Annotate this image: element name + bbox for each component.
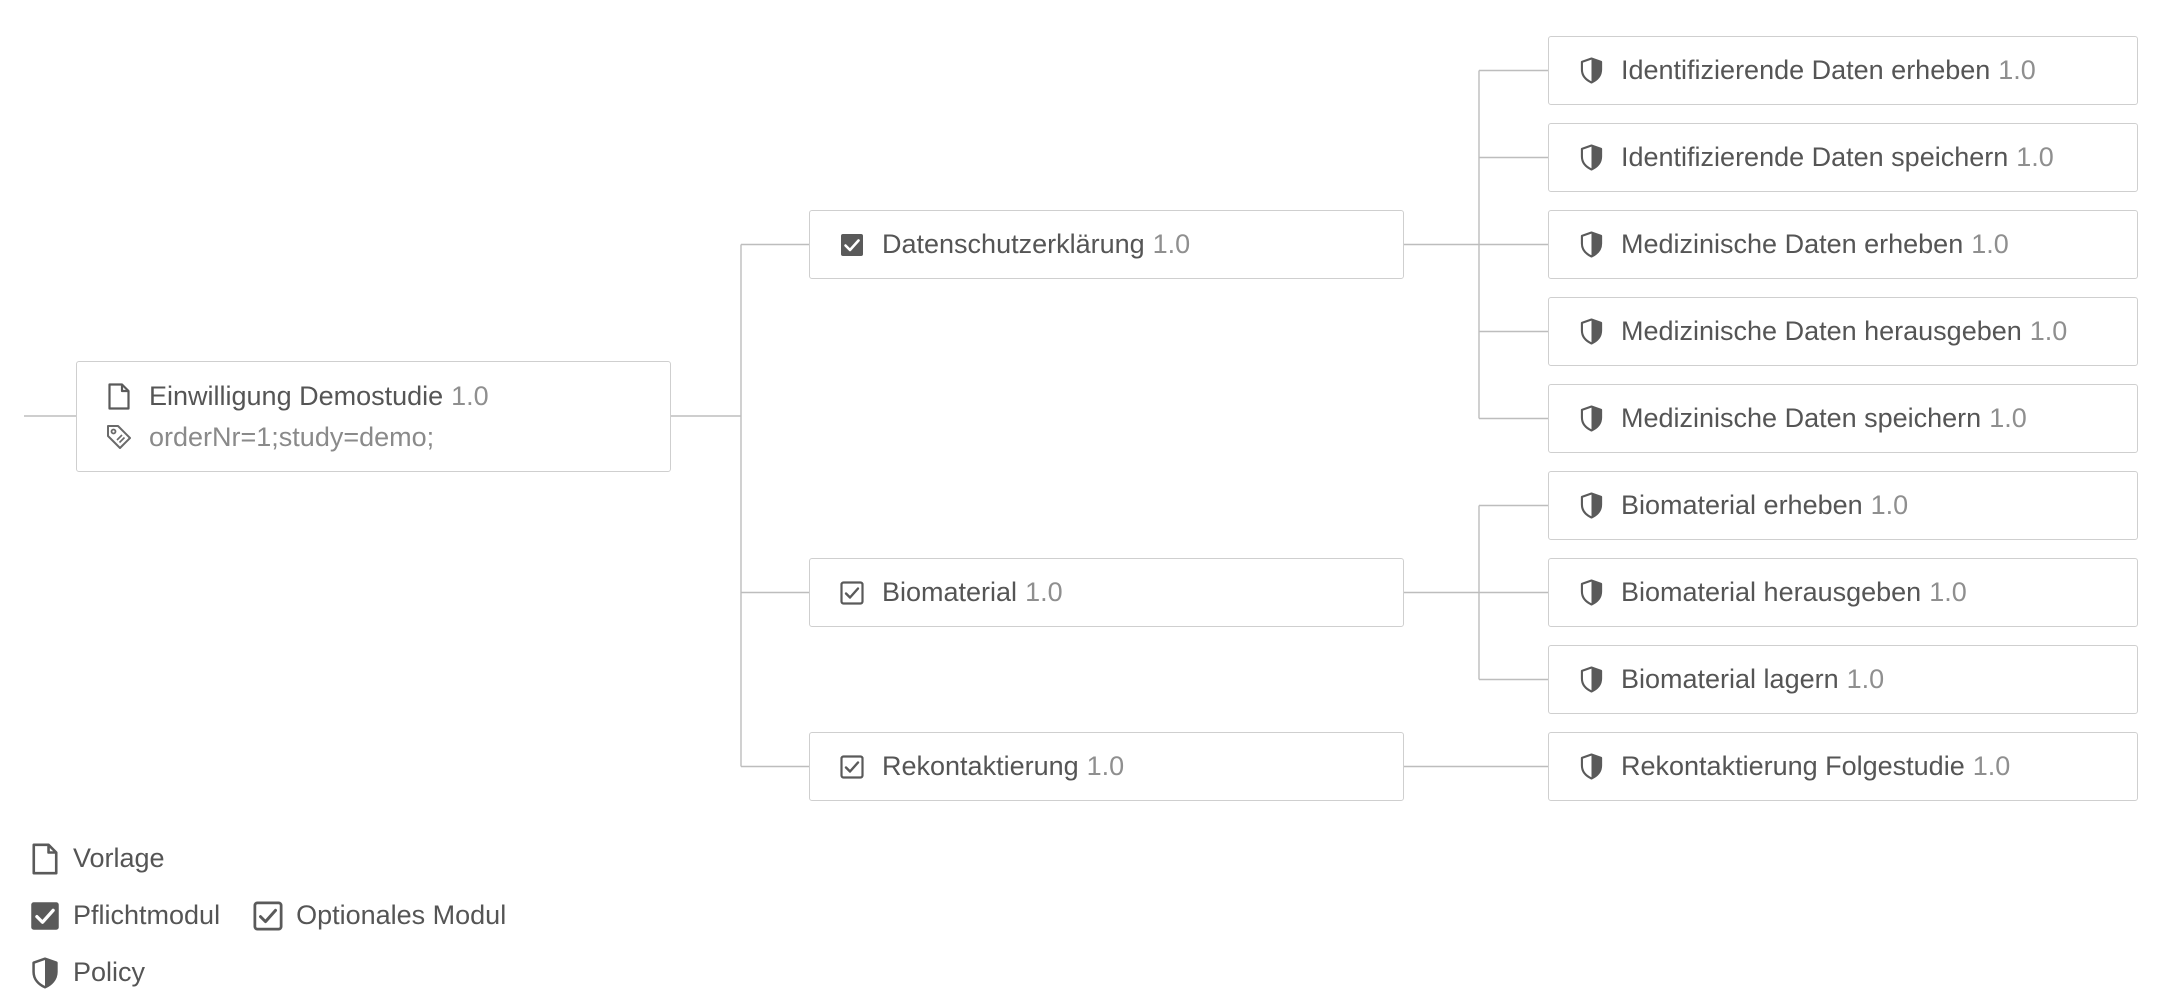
checkbox-filled-icon bbox=[27, 898, 63, 934]
checkbox-outline-icon bbox=[837, 578, 867, 608]
template-node[interactable]: Einwilligung Demostudie 1.0 orderNr=1;st… bbox=[76, 361, 671, 472]
document-icon bbox=[104, 381, 134, 411]
policy-node-label: Identifizierende Daten speichern bbox=[1621, 142, 2009, 172]
module-node-version: 1.0 bbox=[1086, 751, 1125, 781]
legend-optional-label: Optionales Modul bbox=[296, 900, 507, 930]
shield-icon bbox=[1576, 665, 1606, 695]
template-label: Einwilligung Demostudie bbox=[149, 380, 444, 411]
shield-icon bbox=[1576, 56, 1606, 86]
policy-node-label: Biomaterial lagern bbox=[1621, 664, 1839, 694]
shield-icon bbox=[1576, 578, 1606, 608]
shield-icon bbox=[27, 955, 63, 991]
document-icon bbox=[27, 841, 63, 877]
checkbox-filled-icon bbox=[837, 230, 867, 260]
shield-icon bbox=[1576, 317, 1606, 347]
policy-node-version: 1.0 bbox=[1870, 490, 1909, 520]
policy-node-label: Identifizierende Daten erheben bbox=[1621, 55, 1991, 85]
policy-node-version: 1.0 bbox=[2016, 142, 2054, 172]
module-node-label: Datenschutzerklärung bbox=[882, 229, 1145, 259]
module-node-label: Biomaterial bbox=[882, 577, 1018, 607]
shield-icon bbox=[1576, 752, 1606, 782]
tag-icon bbox=[104, 422, 134, 452]
shield-icon bbox=[1576, 491, 1606, 521]
policy-node-version: 1.0 bbox=[1989, 403, 2027, 433]
module-node-version: 1.0 bbox=[1152, 229, 1191, 259]
legend-template-label: Vorlage bbox=[73, 843, 165, 873]
shield-icon bbox=[1576, 230, 1606, 260]
policy-node-version: 1.0 bbox=[1971, 229, 2009, 259]
policy-node-label: Biomaterial herausgeben bbox=[1621, 577, 1922, 607]
policy-node-label: Biomaterial erheben bbox=[1621, 490, 1863, 520]
policy-node-label: Medizinische Daten speichern bbox=[1621, 403, 1982, 433]
template-version: 1.0 bbox=[451, 380, 489, 411]
checkbox-outline-icon bbox=[250, 898, 286, 934]
module-node-version: 1.0 bbox=[1025, 577, 1063, 607]
policy-node-label: Medizinische Daten erheben bbox=[1621, 229, 1964, 259]
legend: Vorlage Pflichtmodul Optionales Modul Po… bbox=[27, 830, 536, 1001]
shield-icon bbox=[1576, 404, 1606, 434]
module-node-label: Rekontaktierung bbox=[882, 751, 1079, 781]
policy-node-version: 1.0 bbox=[1929, 577, 1967, 607]
shield-icon bbox=[1576, 143, 1606, 173]
checkbox-outline-icon bbox=[837, 752, 867, 782]
policy-node-version: 1.0 bbox=[2029, 316, 2068, 346]
legend-policy-label: Policy bbox=[73, 957, 146, 987]
template-tags: orderNr=1;study=demo; bbox=[149, 421, 435, 452]
policy-node-version: 1.0 bbox=[1972, 751, 2011, 781]
legend-mandatory-label: Pflichtmodul bbox=[73, 900, 221, 930]
policy-node-label: Rekontaktierung Folgestudie bbox=[1621, 751, 1965, 781]
policy-node-version: 1.0 bbox=[1998, 55, 2036, 85]
policy-node-version: 1.0 bbox=[1846, 664, 1885, 694]
policy-node-label: Medizinische Daten herausgeben bbox=[1621, 316, 2022, 346]
